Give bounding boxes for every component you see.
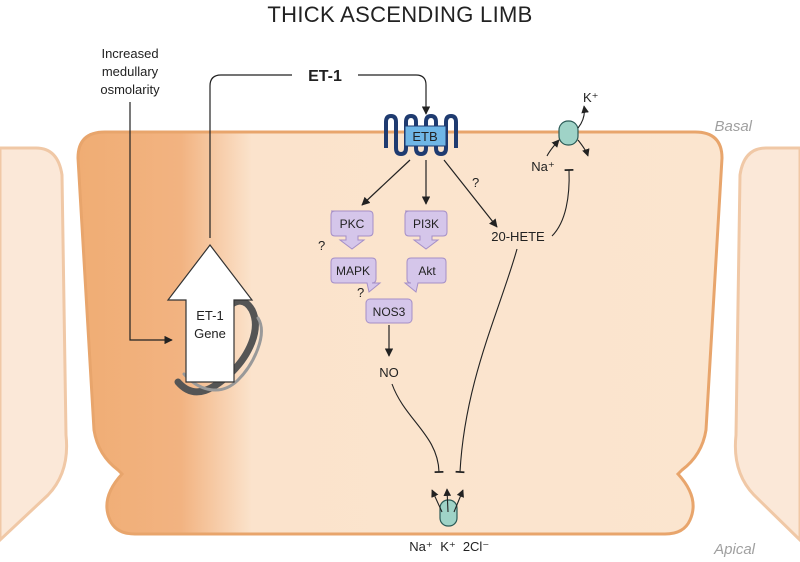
tal-cell [76, 130, 724, 536]
arrow-etb-to-pkc [361, 159, 411, 206]
nos3-label: NOS3 [373, 305, 406, 319]
question-mark-mapk-nos3: ? [357, 285, 364, 300]
inhibit-hete-to-nkcc2 [455, 248, 518, 474]
gene-label-line2: Gene [194, 326, 226, 341]
apical-cl-label: 2Cl⁻ [463, 539, 489, 554]
mapk-label: MAPK [336, 264, 370, 278]
apical-nkcc2-channel [431, 488, 464, 527]
etb-label: ETB [412, 129, 437, 144]
pkc-box: PKC [330, 210, 374, 250]
basal-k-label: K⁺ [583, 90, 599, 105]
nos3-box: NOS3 [365, 298, 413, 324]
et1-label-bg [292, 64, 358, 86]
basal-label: Basal [714, 118, 752, 135]
no-label: NO [379, 365, 399, 380]
pi3k-box: PI3K [404, 210, 448, 250]
stimulus-label-line3: osmolarity [100, 82, 160, 97]
stimulus-label-line1: Increased [101, 46, 158, 61]
apical-label: Apical [713, 541, 756, 558]
question-mark-etb-hete: ? [472, 175, 479, 190]
page-title: THICK ASCENDING LIMB [267, 2, 532, 27]
apical-na-label: Na⁺ [409, 539, 432, 554]
apical-k-label: K⁺ [440, 539, 456, 554]
neighbor-cell-right [733, 146, 800, 543]
et1-gene-arrow [166, 244, 254, 383]
pkc-label: PKC [340, 217, 365, 231]
inhibit-hete-to-basal-channel [551, 168, 574, 237]
hete-label: 20-HETE [491, 229, 545, 244]
stimulus-arrow [129, 102, 173, 345]
arrow-etb-to-20hete [443, 159, 498, 228]
et1-label: ET-1 [308, 68, 342, 85]
pi3k-label: PI3K [413, 217, 439, 231]
gene-label-line1: ET-1 [196, 308, 223, 323]
basal-potassium-channel [546, 105, 590, 157]
mapk-box: MAPK [330, 257, 382, 293]
question-mark-pkc-mapk: ? [318, 238, 325, 253]
akt-label: Akt [418, 264, 436, 278]
neighbor-cell-left [0, 146, 69, 543]
etb-receptor: ETB [384, 113, 458, 157]
basal-na-label: Na⁺ [531, 159, 554, 174]
stimulus-label-line2: medullary [102, 64, 159, 79]
akt-box: Akt [403, 257, 447, 293]
inhibit-no-to-nkcc2 [391, 383, 444, 474]
dna-helix [174, 297, 263, 396]
